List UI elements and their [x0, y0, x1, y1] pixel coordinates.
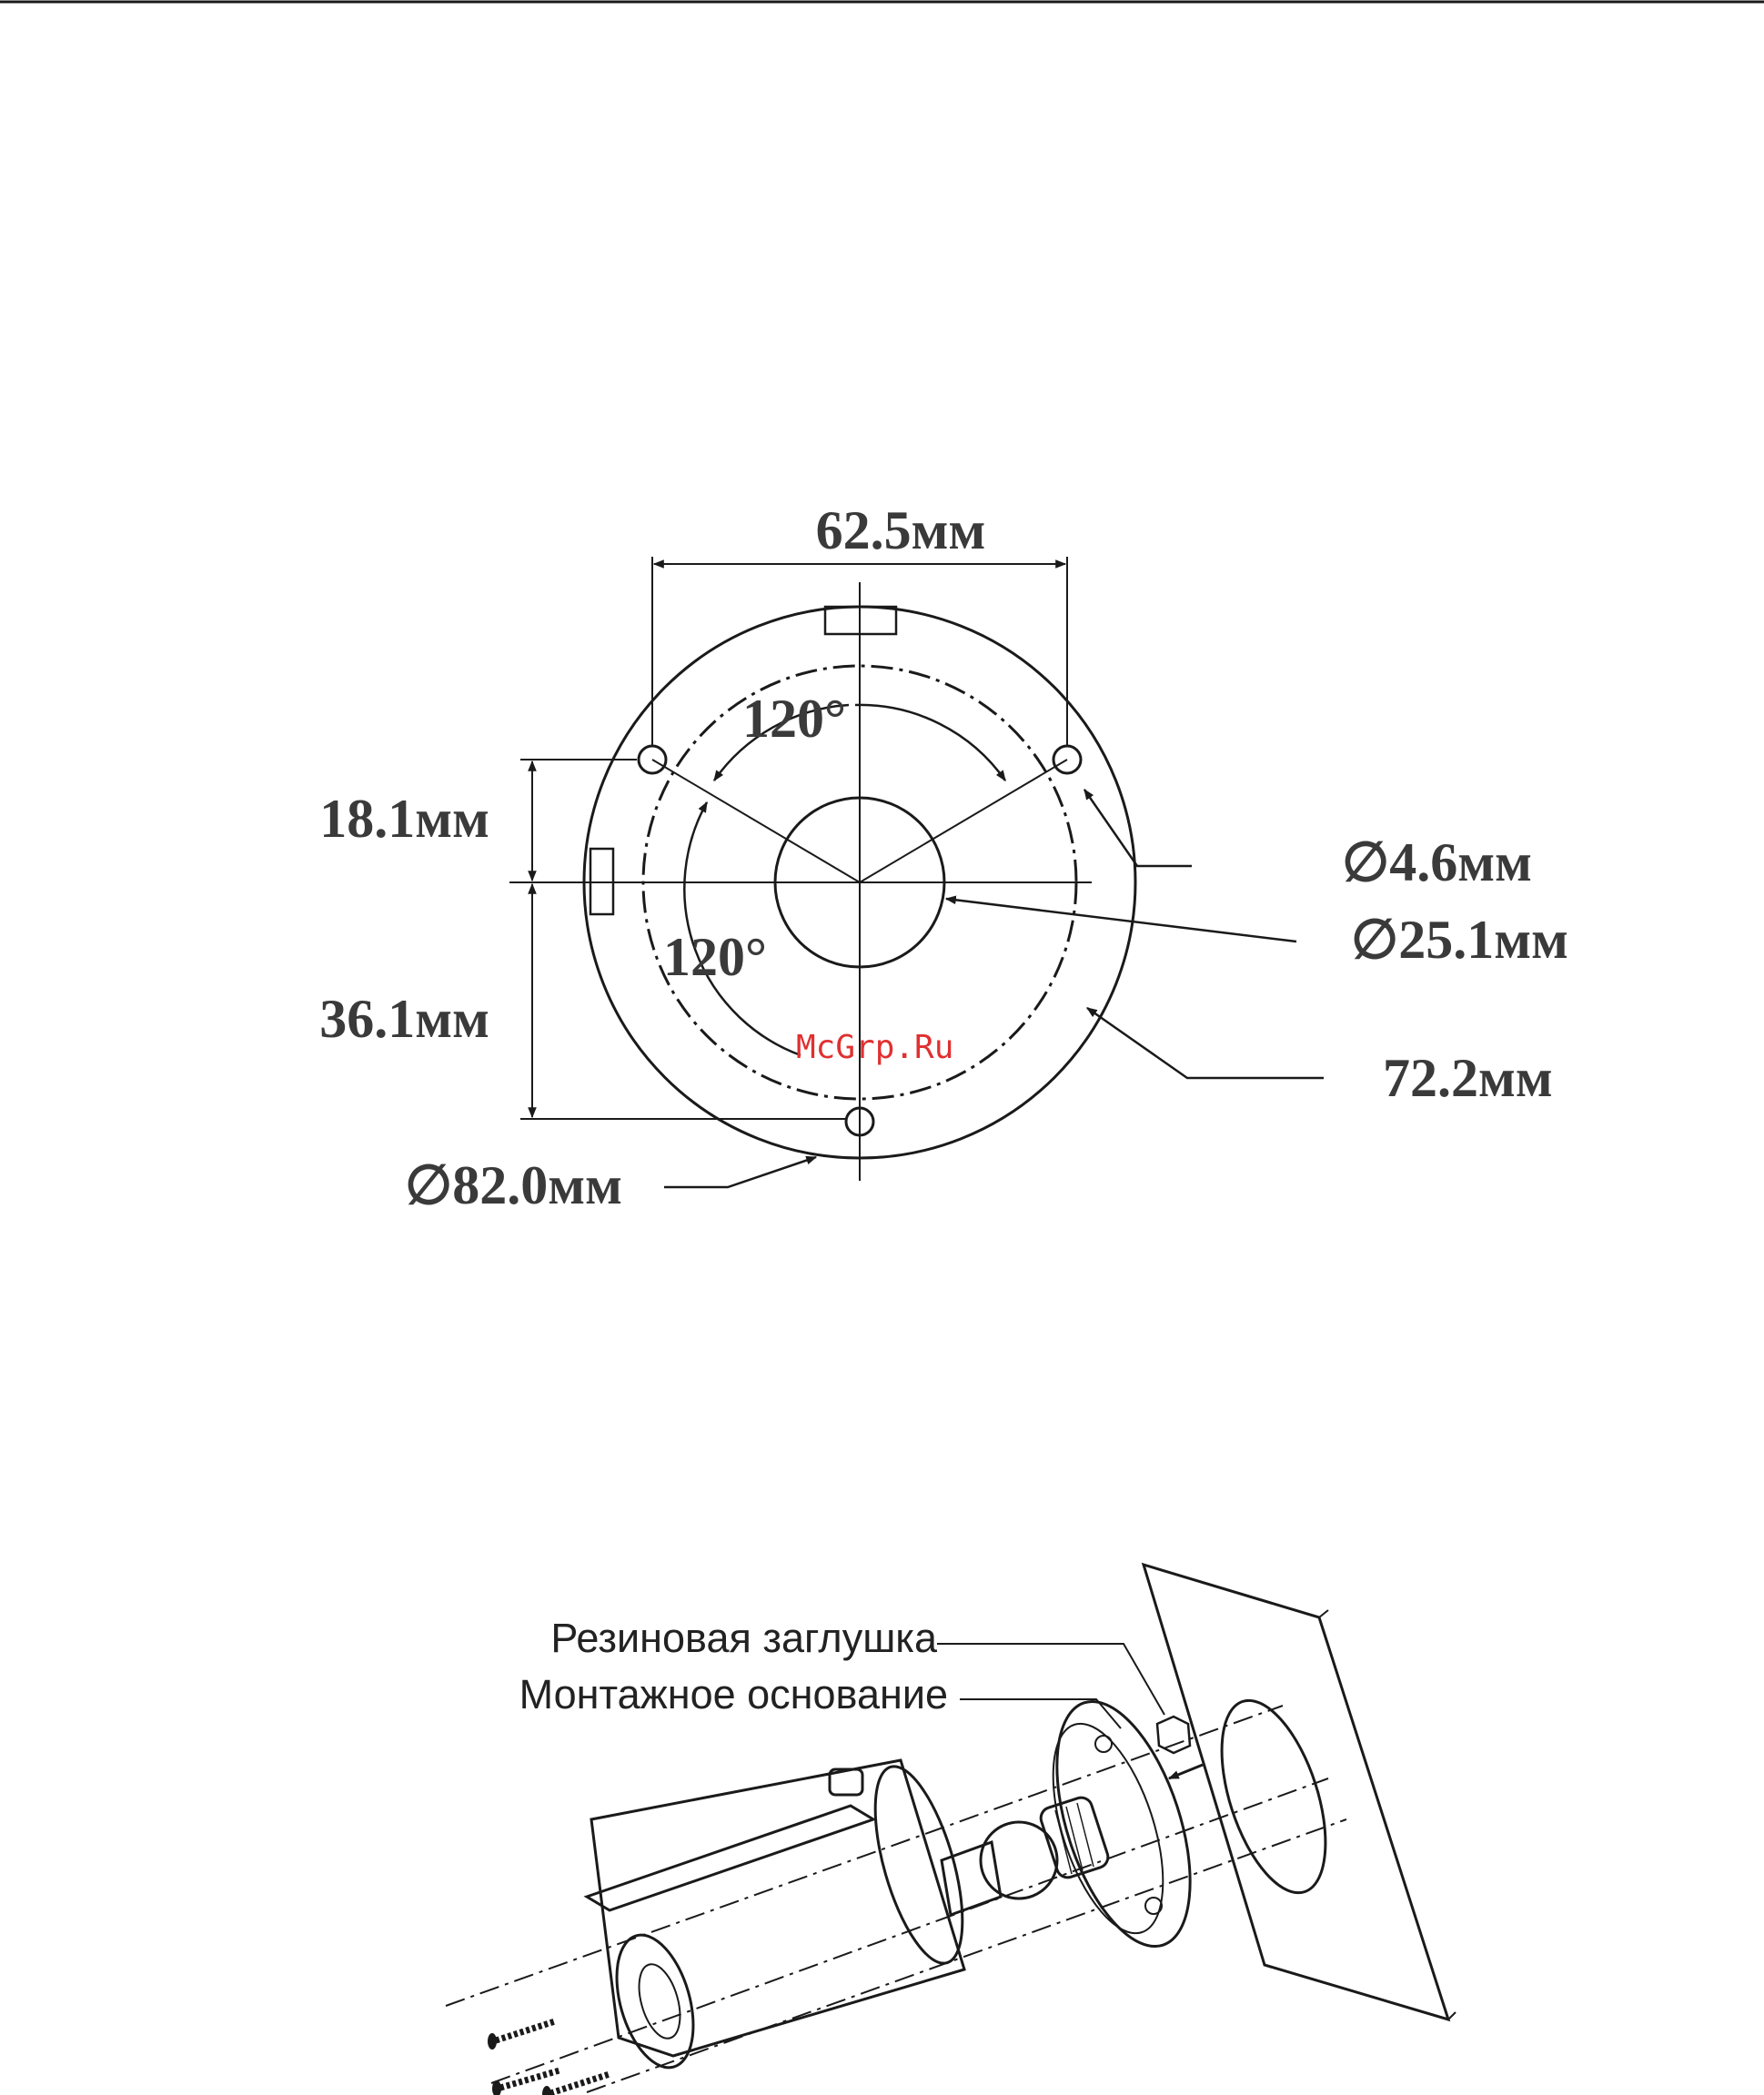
camera-body: [591, 1760, 964, 2056]
label-base-diameter: ∅82.0мм: [405, 1155, 622, 1215]
leader-center-hole: [946, 899, 1296, 942]
label-screw-hole: ∅4.6мм: [1342, 832, 1532, 892]
camera-rear-cap: [858, 1758, 981, 1972]
leader-base-diameter: [664, 1157, 816, 1187]
installation-diagram: Резиновая заглушка Монтажное основание: [446, 1565, 1456, 2095]
wall-cable-hole: [1201, 1688, 1346, 1906]
camera-lens-glass: [631, 1959, 688, 2043]
label-angle-lower: 120°: [663, 927, 767, 987]
wall-plate-edge-bottom: [1448, 2012, 1456, 2019]
rubber-plug: [1157, 1717, 1190, 1753]
ball-joint: [981, 1822, 1057, 1899]
mount-screw-hole-top: [1095, 1736, 1112, 1752]
caption-mount-base: Монтажное основание: [519, 1671, 948, 1717]
label-offset-upper: 18.1мм: [319, 789, 489, 849]
leader-rubber-plug: [937, 1644, 1164, 1715]
leader-mount-base: [960, 1699, 1121, 1728]
screw-3: [542, 2074, 610, 2095]
sun-shield: [587, 1806, 873, 1910]
mounting-base-diagram: 62.5мм 120° 120° 18.1мм 36.1мм ∅4.6мм ∅2…: [319, 500, 1568, 1215]
radial-line-left: [652, 760, 860, 882]
label-angle-upper: 120°: [742, 689, 846, 749]
label-offset-lower: 36.1мм: [319, 989, 489, 1049]
label-center-hole: ∅25.1мм: [1351, 910, 1568, 970]
wall-plate-edge: [1319, 1610, 1328, 1617]
wall-plate: [1144, 1565, 1448, 2019]
label-bolt-circle: 72.2мм: [1383, 1048, 1553, 1108]
angle-arc-upper-right: [855, 705, 1005, 781]
plug-insert-arrow: [1169, 1765, 1203, 1778]
watermark: McGrp.Ru: [796, 1029, 953, 1066]
leader-screw-hole: [1084, 790, 1192, 866]
mount-screw-hole: [1145, 1898, 1162, 1914]
label-width-top: 62.5мм: [816, 500, 986, 560]
screw-1: [488, 2021, 555, 2050]
radial-line-right: [860, 760, 1067, 882]
leader-bolt-circle: [1087, 1008, 1324, 1078]
caption-rubber-plug: Резиновая заглушка: [550, 1615, 938, 1661]
guide-line-upper: [446, 1706, 1283, 2006]
